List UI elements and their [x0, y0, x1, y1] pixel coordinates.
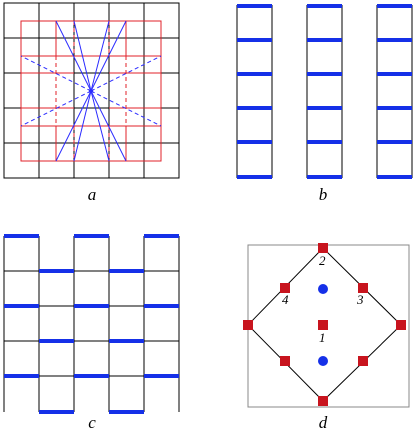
site-marker-right — [396, 320, 406, 330]
site-marker-upper-left — [280, 283, 290, 293]
site-dot-upper — [318, 284, 328, 294]
site-marker-center — [318, 320, 328, 330]
panel-d-red-sites — [243, 243, 406, 406]
panel-d-caption: d — [318, 413, 328, 432]
panel-b-grid — [236, 5, 413, 178]
site-marker-bottom — [318, 396, 328, 406]
panel-a-red-rectangles — [20, 20, 162, 162]
panel-c-thick-bonds — [4, 234, 179, 414]
panel-a-diagram — [3, 2, 180, 179]
site-marker-upper-right — [358, 283, 368, 293]
site-marker-top — [318, 243, 328, 253]
panel-a-caption: a — [87, 185, 97, 204]
panel-c-grid — [3, 236, 180, 412]
panel-c-diagram — [3, 234, 180, 414]
panel-d-diagram: 1 2 3 4 — [243, 243, 410, 408]
panel-b-thick-bonds — [237, 4, 412, 179]
panel-b-diagram — [236, 4, 413, 179]
panel-b-caption: b — [318, 185, 328, 204]
panel-d-blue-sites — [318, 284, 328, 366]
site-marker-left — [243, 320, 253, 330]
panel-c-caption: c — [88, 413, 96, 432]
panel-d-frame — [247, 244, 410, 408]
panel-a-center-dot — [89, 89, 93, 93]
site-label-4: 4 — [282, 292, 289, 307]
site-label-2: 2 — [319, 253, 326, 268]
site-dot-lower — [318, 356, 328, 366]
site-marker-lower-left — [280, 356, 290, 366]
site-marker-lower-right — [358, 356, 368, 366]
panel-a-blue-star — [20, 20, 162, 162]
site-label-1: 1 — [319, 330, 326, 345]
site-label-3: 3 — [356, 292, 364, 307]
